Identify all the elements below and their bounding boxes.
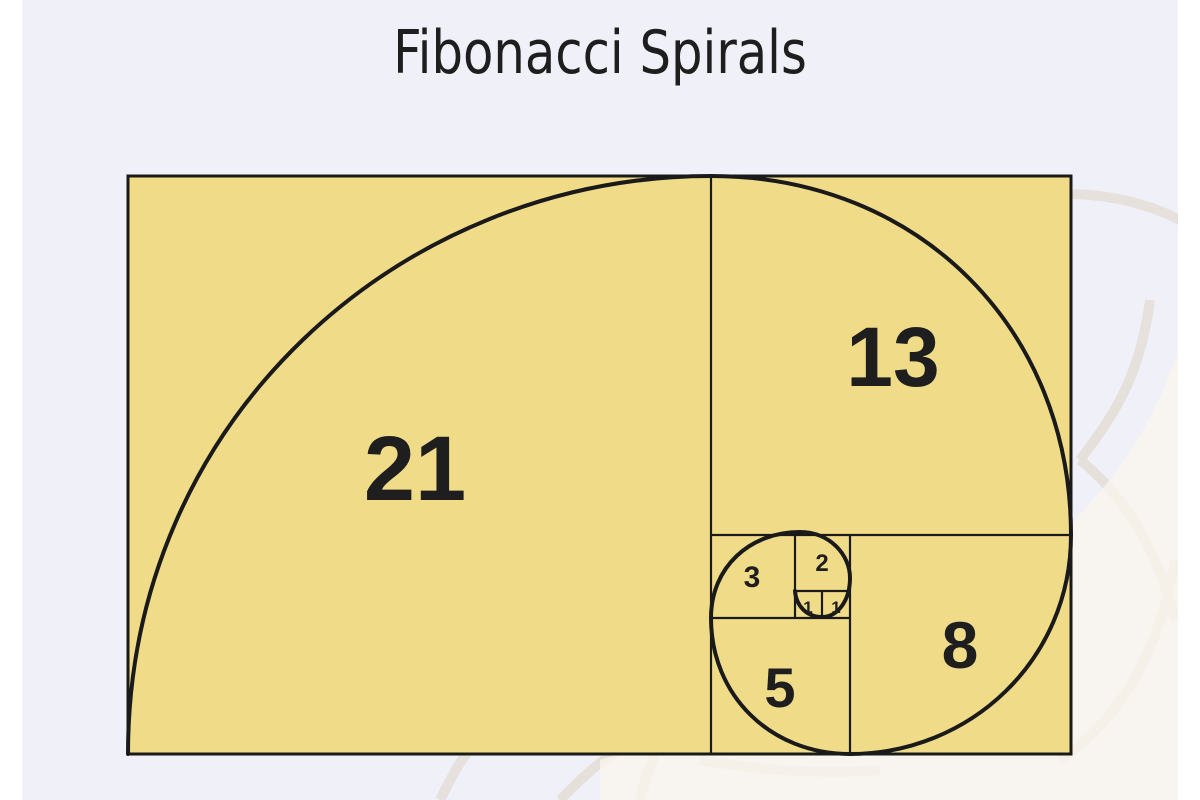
page-title: Fibonacci Spirals (393, 18, 807, 88)
fibonacci-spiral (126, 173, 1074, 757)
label-5: 5 (764, 656, 795, 719)
label-8: 8 (942, 608, 979, 682)
label-1b: 1 (831, 598, 840, 617)
label-2: 2 (815, 550, 828, 577)
label-3: 3 (744, 561, 761, 594)
label-21: 21 (364, 418, 466, 520)
label-1a: 1 (803, 598, 812, 617)
label-13: 13 (846, 310, 939, 404)
squares-grid (126, 174, 1073, 756)
outer-rectangle (126, 174, 1073, 756)
